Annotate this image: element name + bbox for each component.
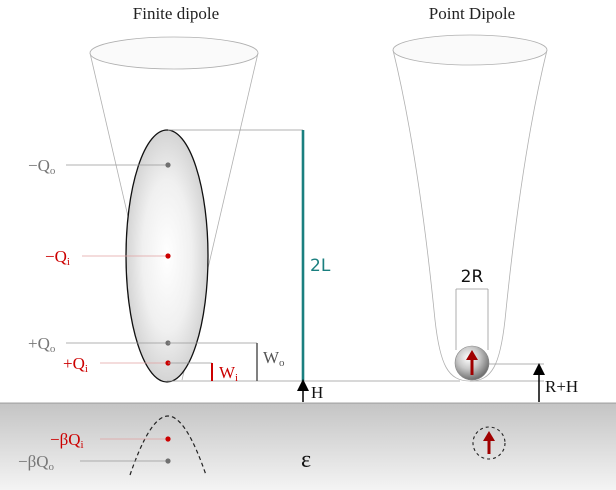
label-pos-q-inner: +Qi: [63, 354, 88, 375]
label-beta-q-inner: −βQi: [50, 430, 84, 451]
label-w-inner: Wi: [219, 363, 238, 384]
label-neg-q-inner: −Qi: [45, 247, 70, 268]
image-point-dipole-sphere: [472, 426, 506, 460]
label-neg-q-outer: −Qo: [28, 156, 56, 177]
label-w-outer: Wo: [263, 348, 285, 369]
label-two-r: 2R: [461, 267, 484, 287]
charge-neg-q-inner-dot: [165, 253, 171, 259]
title-finite-dipole: Finite dipole: [133, 4, 219, 23]
label-two-l: 2L: [310, 256, 331, 276]
label-beta-q-outer: −βQo: [18, 452, 55, 473]
image-charge-beta-q-inner-dot: [165, 436, 171, 442]
image-charge-beta-q-outer-dot: [165, 458, 171, 464]
label-h: H: [311, 383, 323, 402]
label-epsilon: ε: [301, 447, 311, 473]
title-point-dipole: Point Dipole: [429, 4, 515, 23]
label-r-plus-h: R+H: [545, 377, 578, 396]
right-tip-cone: [392, 34, 548, 382]
dipole-moment-arrow: [466, 350, 478, 375]
label-pos-q-outer: +Qo: [28, 334, 56, 355]
image-dipole-moment-arrow: [483, 431, 495, 454]
charge-neg-q-outer-dot: [165, 162, 171, 168]
image-tip-dashed-outline: [129, 415, 207, 476]
substrate: [0, 403, 616, 490]
